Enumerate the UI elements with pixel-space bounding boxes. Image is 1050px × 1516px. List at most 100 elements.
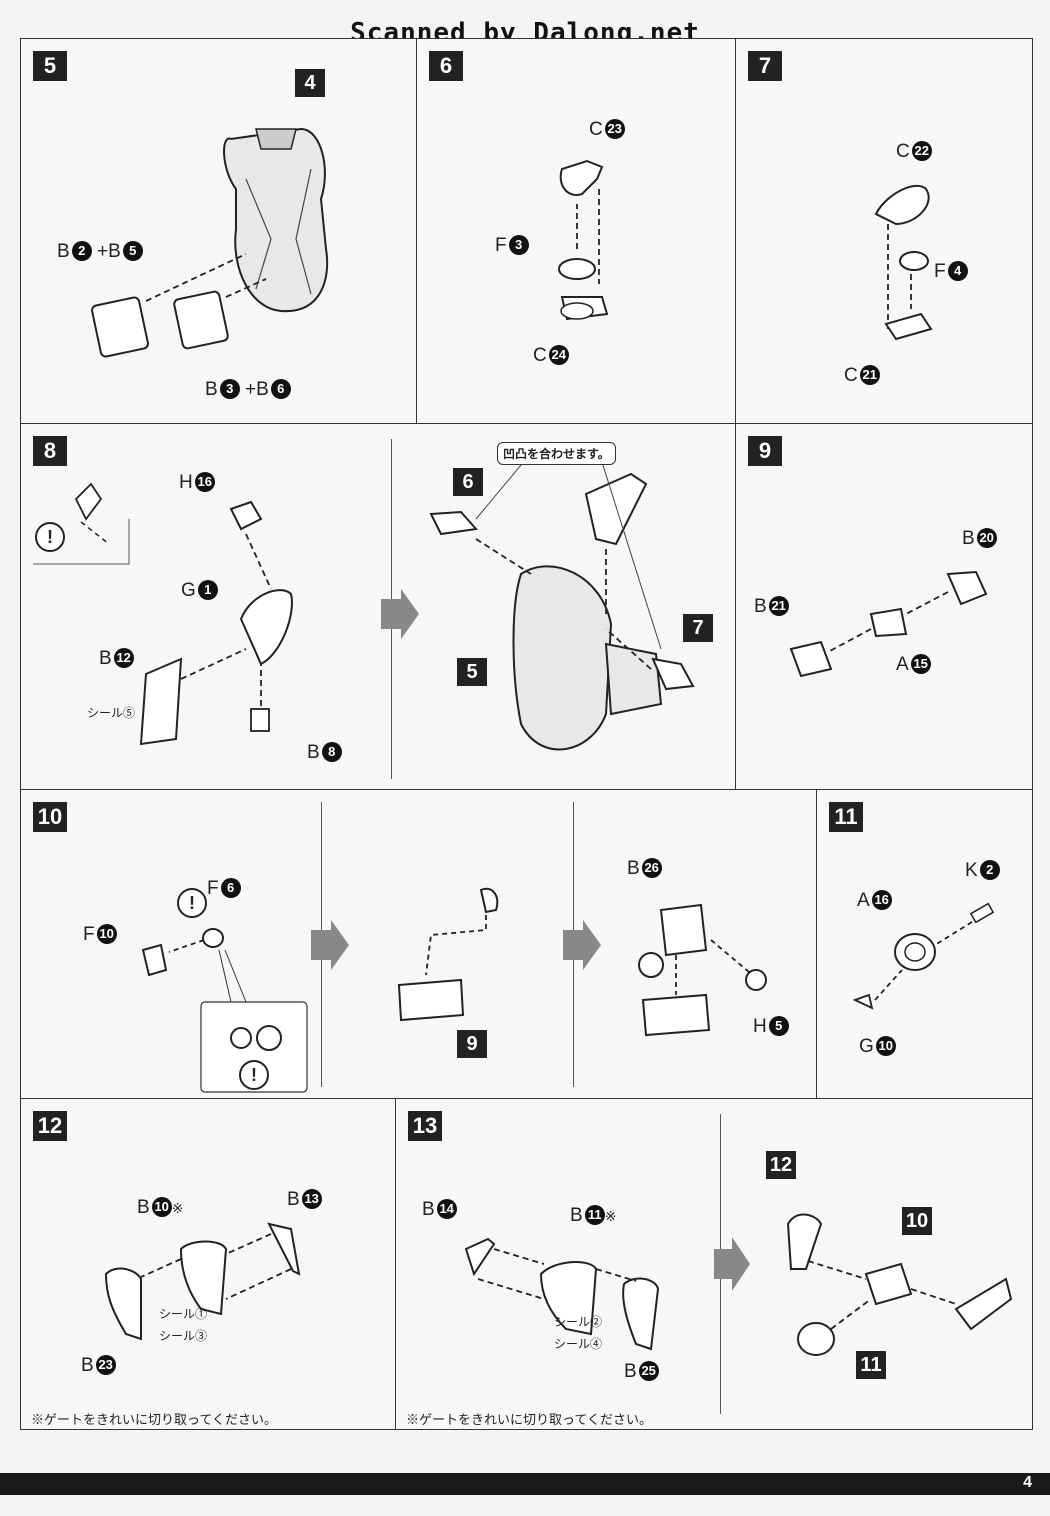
part-letter: C — [533, 345, 547, 366]
part-number: 16 — [871, 890, 892, 910]
part-number: 10 — [875, 1036, 896, 1056]
step-number: 8 — [33, 436, 67, 466]
part-letter: B — [422, 1199, 435, 1220]
part-letter: B — [57, 241, 70, 262]
part-number: 1 — [197, 580, 218, 600]
warning-icon: ! — [239, 1060, 269, 1090]
part-number: 10 — [151, 1197, 172, 1217]
part-number: 3 — [219, 379, 240, 399]
part-letter: K — [965, 860, 978, 881]
ref-badge-5: 5 — [457, 658, 487, 686]
step-number: 7 — [748, 51, 782, 81]
part-letter: B — [307, 742, 320, 763]
asterisk-mark: ※ — [171, 1200, 184, 1216]
shield-part-illustration — [104, 1222, 301, 1341]
part-number: 6 — [270, 379, 291, 399]
step-number: 12 — [33, 1111, 67, 1141]
torso-illustration — [91, 127, 329, 358]
callout-note: 凹凸を合わせます。 — [497, 442, 616, 465]
part-illustration — [141, 887, 767, 1093]
ref-badge: 4 — [295, 69, 325, 97]
part-number: 6 — [220, 878, 241, 898]
part-letter: B — [962, 528, 975, 549]
part-number: 4 — [947, 261, 968, 281]
part-letter: B — [624, 1361, 637, 1382]
asterisk-mark: ※ — [604, 1208, 617, 1224]
part-number: 10 — [96, 924, 117, 944]
part-letter: B — [205, 379, 218, 400]
part-number: 2 — [979, 860, 1000, 880]
part-letter: F — [495, 235, 507, 256]
part-number: 8 — [321, 742, 342, 762]
sticker-label-1: シール① — [159, 1307, 208, 1321]
ref-badge-7: 7 — [683, 614, 713, 642]
step-number: 10 — [33, 802, 67, 832]
part-letter: A — [896, 654, 909, 675]
ref-badge-12: 12 — [766, 1151, 796, 1179]
shoulder-illustration — [33, 458, 695, 751]
part-letter: G — [181, 580, 196, 601]
part-letter: C — [896, 141, 910, 162]
sticker-label-3: シール③ — [159, 1329, 208, 1343]
part-number: 23 — [95, 1355, 116, 1375]
part-number: 26 — [641, 858, 662, 878]
part-letter: C — [589, 119, 603, 140]
part-letter: B — [81, 1355, 94, 1376]
part-letter: F — [207, 878, 219, 899]
step-number: 11 — [829, 802, 863, 832]
gate-note: ※ゲートをきれいに切り取ってください。 — [31, 1412, 277, 1427]
part-letter: F — [83, 924, 95, 945]
part-number: 22 — [911, 141, 932, 161]
part-number: 2 — [71, 241, 92, 261]
joint-illustration — [874, 184, 933, 341]
part-letter: B — [754, 596, 767, 617]
step-number: 9 — [748, 436, 782, 466]
part-number: 16 — [194, 472, 215, 492]
plus-sign: +B — [96, 241, 121, 262]
part-number: 14 — [436, 1199, 457, 1219]
part-letter: H — [753, 1016, 767, 1037]
shield-assembly-illustration — [464, 1213, 1013, 1356]
joint-illustration — [558, 159, 609, 321]
warning-icon: ! — [177, 888, 207, 918]
step-number: 5 — [33, 51, 67, 81]
part-letter: F — [934, 261, 946, 282]
part-letter: B — [287, 1189, 300, 1210]
part-number: 15 — [910, 654, 931, 674]
part-number: 21 — [768, 596, 789, 616]
step-number: 6 — [429, 51, 463, 81]
part-letter: B — [99, 648, 112, 669]
ref-badge-11: 11 — [856, 1351, 886, 1379]
ref-badge-9: 9 — [457, 1030, 487, 1058]
ref-badge-6: 6 — [453, 468, 483, 496]
sticker-label: シール⑤ — [87, 706, 136, 720]
part-letter: A — [857, 890, 870, 911]
part-number: 5 — [768, 1016, 789, 1036]
